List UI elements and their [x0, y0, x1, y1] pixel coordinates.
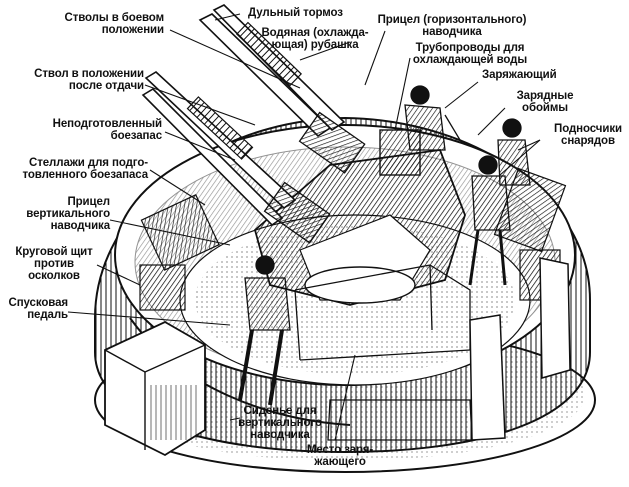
side-panel	[469, 257, 571, 441]
seat-shield	[327, 399, 473, 441]
leader-lines	[67, 13, 541, 441]
label-loader-place: Место заря-жающего	[306, 444, 374, 468]
ammo-box	[104, 320, 206, 457]
label-muzzle-brake: Дульный тормоз	[248, 7, 343, 19]
gun-mount	[253, 129, 466, 306]
label-loader: Заряжающий	[482, 69, 557, 81]
ammo-bearer-figure-2	[468, 155, 511, 286]
loader-figure	[404, 85, 461, 151]
ammo-bearer-figure-1	[497, 118, 531, 186]
gun-barrels	[141, 4, 366, 244]
vertical-layer-figure	[238, 255, 291, 406]
label-sight-horizontal: Прицел (горизонтального)наводчика	[377, 14, 527, 38]
crew-figures	[238, 85, 531, 406]
label-water-jacket: Водяная (охлажда-ющая) рубашка	[261, 27, 369, 51]
label-racks: Стеллажи для подго-товленного боезапаса	[22, 157, 148, 181]
